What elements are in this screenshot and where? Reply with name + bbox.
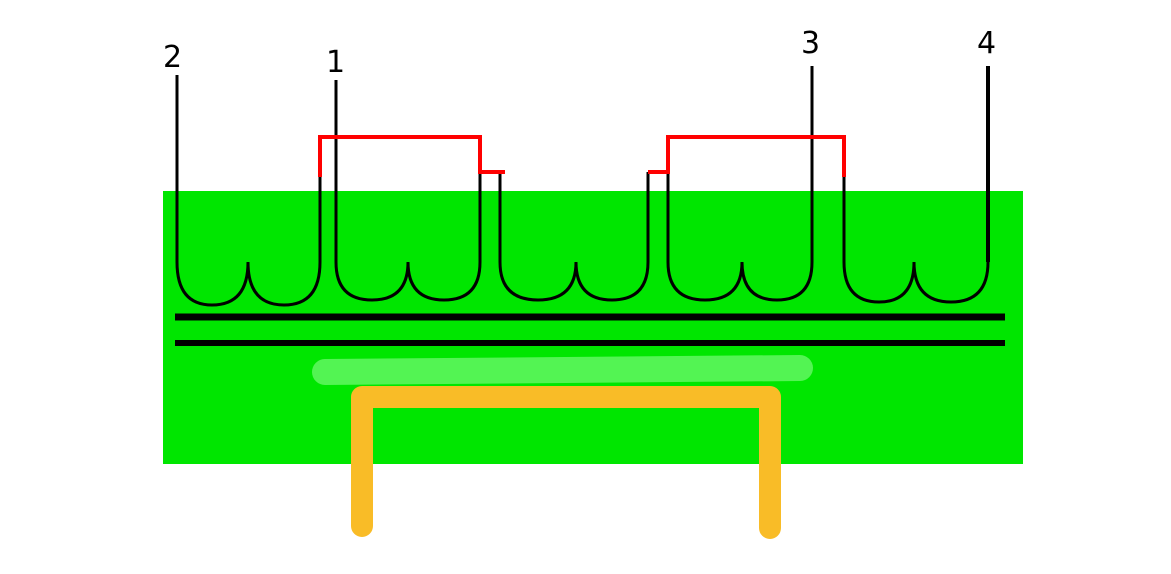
- terminal-label-4: 4: [977, 26, 996, 61]
- coil-section-1: [175, 177, 322, 307]
- winding-coils: [175, 172, 990, 307]
- jumper-left: [318, 135, 505, 177]
- terminal-label-3: 3: [801, 26, 820, 61]
- yellow-bracket: [351, 386, 781, 539]
- coil-section-4: [666, 172, 814, 302]
- red-jumpers: [318, 135, 846, 177]
- terminal-label-1: 1: [326, 45, 345, 80]
- terminal-label-2: 2: [163, 40, 182, 75]
- core-highlight: [312, 355, 813, 385]
- coil-section-5: [842, 177, 990, 304]
- jumper-right: [648, 135, 846, 177]
- coil-section-3: [498, 172, 650, 302]
- coil-section-2: [334, 172, 482, 302]
- core-block: [163, 191, 1023, 464]
